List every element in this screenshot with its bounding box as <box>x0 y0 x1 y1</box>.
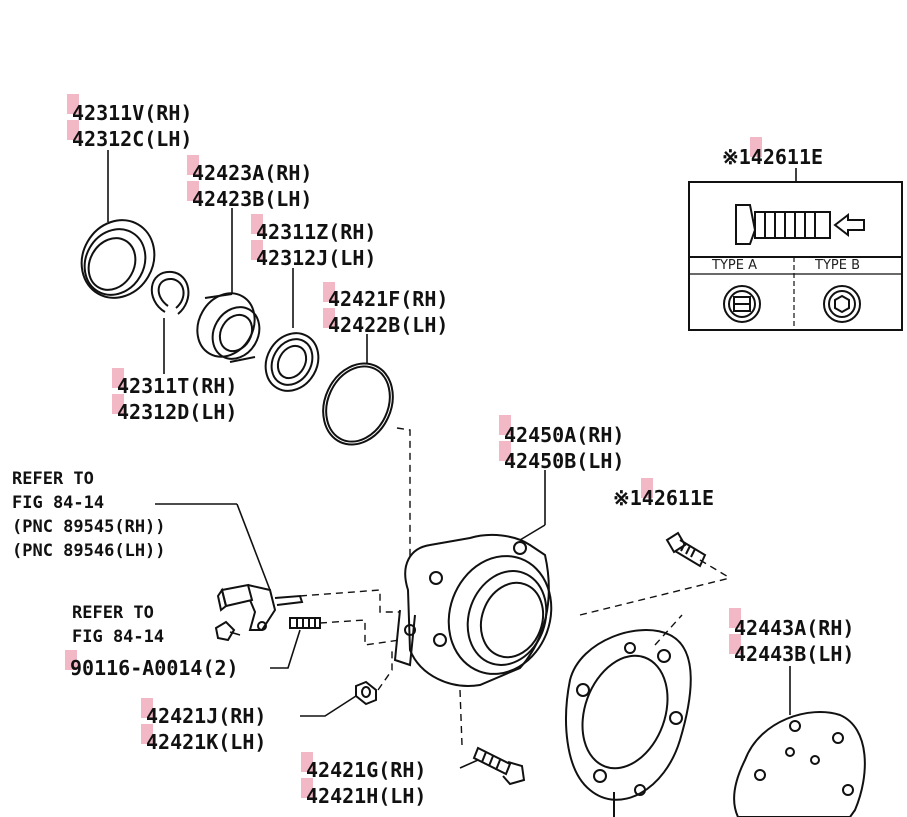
marker <box>67 94 79 114</box>
part-label-42421g[interactable]: 42421G(RH) <box>306 758 427 782</box>
hub-bolt-inset <box>688 181 903 331</box>
o-ring[interactable] <box>310 352 405 456</box>
reference-note-line: REFER TO <box>12 469 94 489</box>
marker <box>750 137 762 157</box>
sensor-bolt[interactable] <box>289 617 321 629</box>
part-label-42312d[interactable]: 42312D(LH) <box>117 400 238 424</box>
marker <box>301 752 313 772</box>
marker <box>112 394 124 414</box>
marker <box>499 415 511 435</box>
oil-seal-outer[interactable] <box>68 207 169 311</box>
marker <box>141 698 153 718</box>
reference-note-line: (PNC 89545(RH)) <box>12 517 166 537</box>
part-label-42443b[interactable]: 42443B(LH) <box>734 642 855 666</box>
marker <box>499 441 511 461</box>
marker <box>301 778 313 798</box>
part-label-42450b[interactable]: 42450B(LH) <box>504 449 625 473</box>
hub-nut[interactable] <box>355 680 377 706</box>
marker <box>729 608 741 628</box>
shim-plate[interactable] <box>733 711 866 817</box>
reference-note-line: (PNC 89546(LH)) <box>12 541 166 561</box>
part-label-42312c[interactable]: 42312C(LH) <box>72 127 193 151</box>
marker <box>187 181 199 201</box>
hub-bolt[interactable] <box>665 531 707 568</box>
inner-oil-seal[interactable] <box>255 324 328 401</box>
inset-type-b-label: TYPE B <box>815 258 860 273</box>
hub-bearing[interactable] <box>186 283 268 367</box>
alignment-dashes <box>299 427 731 746</box>
marker <box>251 214 263 234</box>
sensor-clip[interactable] <box>214 620 236 642</box>
marker <box>141 724 153 744</box>
marker <box>323 308 335 328</box>
part-label-42422b[interactable]: 42422B(LH) <box>328 313 449 337</box>
reference-note-line: FIG 84-14 <box>72 627 165 647</box>
marker <box>65 650 77 670</box>
marker <box>251 240 263 260</box>
marker <box>67 120 79 140</box>
part-label-42423a[interactable]: 42423A(RH) <box>192 161 313 185</box>
part-label-42421j[interactable]: 42421J(RH) <box>146 704 267 728</box>
part-label-42443a[interactable]: 42443A(RH) <box>734 616 855 640</box>
inset-type-a-label: TYPE A <box>712 258 757 273</box>
reference-note-line: FIG 84-14 <box>12 493 105 513</box>
dust-cover[interactable] <box>565 629 692 801</box>
part-label-42312j[interactable]: 42312J(LH) <box>256 246 377 270</box>
part-label-42311z[interactable]: 42311Z(RH) <box>256 220 377 244</box>
reference-note-line: REFER TO <box>72 603 154 623</box>
part-label-42421h[interactable]: 42421H(LH) <box>306 784 427 808</box>
part-label-42450a[interactable]: 42450A(RH) <box>504 423 625 447</box>
snap-ring[interactable] <box>150 270 190 315</box>
marker <box>729 634 741 654</box>
part-label-42311v[interactable]: 42311V(RH) <box>72 101 193 125</box>
axle-hub[interactable] <box>393 533 568 689</box>
hub-mounting-bolt[interactable] <box>472 746 526 786</box>
part-label-42423b[interactable]: 42423B(LH) <box>192 187 313 211</box>
leader-lines <box>107 150 797 769</box>
marker <box>112 368 124 388</box>
marker <box>641 478 653 498</box>
part-label-42611e[interactable]: ※142611E <box>613 486 715 510</box>
part-label-42311t[interactable]: 42311T(RH) <box>117 374 238 398</box>
part-label-90116[interactable]: 90116-A0014(2) <box>70 656 239 680</box>
marker <box>323 282 335 302</box>
part-label-42611e-inset[interactable]: ※142611E <box>722 145 824 169</box>
marker <box>187 155 199 175</box>
part-label-42421k[interactable]: 42421K(LH) <box>146 730 267 754</box>
part-label-42421f[interactable]: 42421F(RH) <box>328 287 449 311</box>
